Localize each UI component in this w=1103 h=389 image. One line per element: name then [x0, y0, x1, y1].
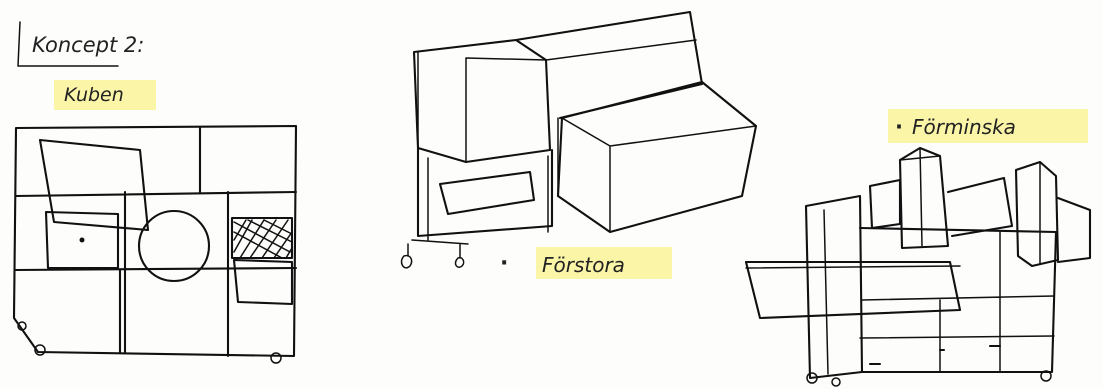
- cube-wheel-right: [271, 353, 281, 363]
- enlarge-wheel-legs: [408, 244, 460, 258]
- enlarge-sketch: [402, 12, 756, 268]
- enlarge-label-group: · Förstora: [500, 247, 672, 279]
- cube-lower-box: [234, 260, 292, 304]
- concept-name: Kuben: [64, 84, 124, 106]
- enlarge-wheel-left: [402, 256, 412, 268]
- reduce-right-tower: [1016, 162, 1058, 266]
- cube-outer-frame: [14, 126, 296, 356]
- enlarge-bottom-right-edges: [558, 118, 756, 232]
- reduce-sketch: [746, 148, 1090, 386]
- enlarge-top-right-box: [516, 12, 702, 118]
- reduce-tall-tower: [900, 148, 948, 248]
- reduce-step-1: [870, 180, 900, 228]
- reduce-left-column: [806, 196, 862, 378]
- reduce-label: Förminska: [912, 115, 1016, 139]
- reduce-far-right-box: [1058, 198, 1090, 262]
- cube-shelf-sketch: [14, 126, 296, 363]
- concept-title: Koncept 2:: [32, 33, 144, 57]
- cube-divider-1: [16, 192, 296, 196]
- enlarge-label: Förstora: [542, 253, 625, 277]
- reduce-mid-box: [948, 178, 1012, 236]
- reduce-left-column-inner: [824, 210, 828, 374]
- enlarge-drawer: [440, 172, 534, 214]
- reduce-tall-tower-edges: [900, 148, 940, 246]
- reduce-main-body-grid: [860, 232, 1054, 372]
- cube-circle-opening: [139, 211, 209, 281]
- cube-pulled-box: [40, 140, 148, 230]
- cube-left-edge: [14, 128, 16, 318]
- cube-pulled-box-edge: [40, 140, 54, 222]
- enlarge-top-right-inner: [546, 40, 696, 60]
- cube-hatched-box: [232, 218, 292, 258]
- reduce-long-drawer-edges: [746, 262, 960, 318]
- reduce-wheel-mid: [832, 378, 840, 386]
- concept-name-group: Kuben: [54, 80, 156, 110]
- concept-title-group: Koncept 2:: [18, 22, 144, 66]
- reduce-bullet: ·: [895, 115, 903, 139]
- enlarge-bottom-right-box: [558, 82, 756, 232]
- enlarge-wheel-right: [455, 258, 463, 268]
- cube-drawer-knob: [80, 238, 85, 243]
- enlarge-bullet: ·: [500, 251, 508, 276]
- reduce-long-drawer: [746, 262, 960, 318]
- enlarge-drawer-edge: [440, 184, 448, 214]
- enlarge-top-left-edges: [418, 52, 546, 162]
- reduce-label-group: · Förminska: [888, 109, 1088, 143]
- reduce-drawer-marks: [870, 346, 1000, 364]
